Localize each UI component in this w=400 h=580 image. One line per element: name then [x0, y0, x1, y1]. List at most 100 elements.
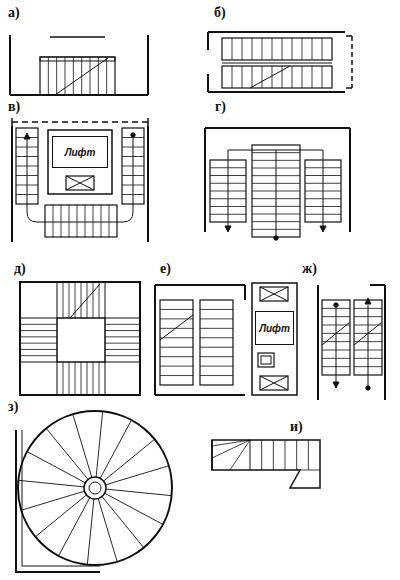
stair-tread [105, 324, 140, 325]
stair-tread [46, 428, 88, 479]
stair-tread [312, 38, 313, 60]
handrail [16, 430, 100, 572]
stair-tread [20, 355, 57, 356]
wall-line [11, 126, 13, 242]
stair-tread [93, 205, 94, 237]
wall-line [204, 128, 206, 232]
wall-line [50, 36, 105, 38]
stair-tread [73, 414, 92, 477]
stair-flight [222, 66, 332, 88]
wall-line [346, 35, 352, 37]
stair-tread [65, 57, 66, 95]
stair-tread [87, 362, 88, 395]
stair-tread [200, 356, 233, 357]
equipment-box [258, 353, 274, 367]
wall-line [147, 118, 149, 126]
stair-tread [106, 489, 172, 496]
wall-line [154, 285, 156, 395]
stair-tread [252, 66, 253, 88]
stair-tread [322, 66, 323, 88]
stair-tread [56, 57, 57, 95]
stair-tread [35, 495, 86, 537]
direction-arrowhead [320, 226, 326, 232]
stair-tread [302, 38, 303, 60]
stair-tread [232, 38, 233, 60]
stair-tread [242, 66, 243, 88]
stair-tread [262, 38, 263, 60]
wall-line [207, 32, 209, 50]
stair-flight [222, 38, 332, 60]
wall-line [208, 31, 345, 33]
lift-shaft [252, 283, 297, 395]
stair-tread [20, 324, 57, 325]
wall-line [155, 284, 245, 286]
handrail [22, 430, 100, 566]
stair-tread [312, 66, 313, 88]
equipment-cross [66, 176, 94, 190]
direction-arrowhead [24, 133, 30, 139]
wall-line [317, 285, 319, 400]
lift-label: Лифт [65, 147, 96, 158]
figure-letter: ж) [302, 262, 317, 276]
wall-line [105, 362, 106, 395]
stair-tread [18, 480, 84, 487]
equipment-cross [260, 287, 288, 301]
window-line [12, 121, 148, 123]
stair-tread [90, 57, 91, 95]
direction-dot [274, 236, 278, 240]
stair-tread [262, 66, 263, 88]
equipment-box [66, 176, 94, 190]
equipment-box [260, 287, 288, 301]
stair-tread [104, 439, 155, 481]
stair-tread [98, 499, 117, 562]
stair-tread [160, 375, 193, 376]
wall-line [244, 285, 246, 300]
stair-tread [87, 282, 88, 318]
stair-tread [27, 452, 85, 483]
break-line [160, 315, 193, 340]
break-line [55, 58, 108, 95]
stair-tread [69, 205, 70, 237]
stair-tread [160, 366, 193, 367]
wall-line [147, 35, 149, 95]
direction-dot [334, 303, 338, 307]
wall-line [20, 362, 57, 363]
wall-line [208, 91, 345, 93]
lift-label: Лифт [259, 323, 290, 334]
stair-tread [160, 337, 193, 338]
stair-flight [40, 57, 115, 95]
figure-letter: д) [14, 262, 26, 276]
stair-tread [93, 362, 94, 395]
stair-tread [300, 470, 320, 471]
stair-rail [222, 63, 332, 64]
direction-dot [131, 133, 135, 137]
stair-flight [160, 300, 193, 385]
break-line [250, 66, 290, 88]
lift-box: Лифт [52, 136, 108, 168]
lift-shaft [48, 130, 112, 194]
wall-line [147, 126, 149, 242]
stair-tread [302, 66, 303, 88]
equipment-cross [260, 287, 288, 301]
stair-tread [81, 362, 82, 395]
stair-tread [105, 349, 140, 350]
wall-line [105, 282, 106, 318]
stair-tread [75, 362, 76, 395]
stair-tread [96, 411, 103, 477]
direction-path [27, 135, 133, 222]
direction-path [368, 305, 369, 388]
stair-tread [69, 282, 70, 318]
figure-letter: в) [8, 100, 20, 114]
wall-line [384, 285, 386, 400]
stair-tread [101, 205, 102, 237]
stair-tread [106, 466, 169, 485]
stair-well [20, 282, 140, 395]
stair-tread [81, 282, 82, 318]
wall-line [207, 74, 209, 92]
stair-tread [200, 318, 233, 319]
stair-tread [160, 309, 193, 310]
stair-tread [99, 282, 100, 318]
stair-tread [85, 205, 86, 237]
